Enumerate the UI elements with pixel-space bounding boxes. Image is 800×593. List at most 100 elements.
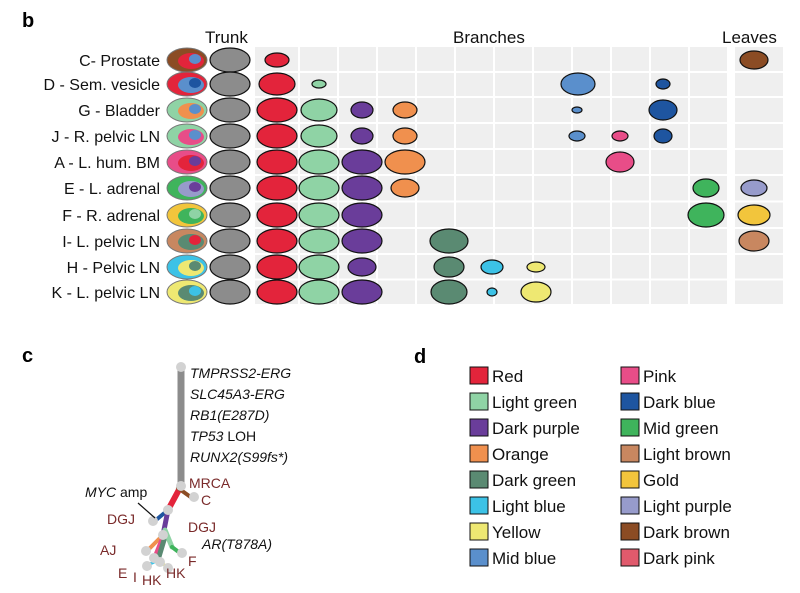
- clone-mid-blue: [571, 106, 583, 114]
- clone-red: [264, 52, 290, 68]
- clone-dark-purple: [341, 279, 383, 305]
- legend-label: Red: [492, 367, 523, 386]
- clone-yellow: [520, 281, 552, 303]
- sample-label: J - R. pelvic LN: [52, 129, 160, 146]
- clone-orange: [390, 178, 420, 198]
- sample-composition-pie: [166, 97, 208, 123]
- legend-swatch: [469, 392, 489, 411]
- sample-composition-pie: [166, 279, 208, 305]
- clone-red: [258, 72, 296, 96]
- clone-dark-blue: [648, 99, 678, 121]
- branches-header: Branches: [453, 28, 525, 47]
- clone-dark-green: [430, 279, 468, 305]
- dgj-right-label: DGJ: [188, 519, 216, 535]
- clone-light-green: [298, 149, 340, 175]
- legend-label: Light purple: [643, 497, 732, 516]
- clone-light-green: [300, 98, 338, 122]
- clone-light-green: [298, 202, 340, 228]
- panel-c-label: c: [22, 345, 33, 367]
- clone-dark-purple: [350, 127, 374, 145]
- e-label: E: [118, 565, 127, 581]
- aj-label: AJ: [100, 542, 116, 558]
- clone-dark-purple: [341, 202, 383, 228]
- legend-swatch: [469, 444, 489, 463]
- sample-label: D - Sem. vesicle: [44, 77, 161, 94]
- clone-pink: [611, 130, 629, 142]
- clone-light-blue: [486, 287, 498, 297]
- dark-green-branch: [155, 537, 167, 563]
- clone-pink: [605, 151, 635, 173]
- legend-item: Dark pink: [620, 548, 715, 568]
- i-node: [155, 557, 165, 567]
- clone-mid-blue: [568, 130, 586, 142]
- legend-label: Gold: [643, 471, 679, 490]
- root-node: [176, 362, 186, 372]
- trunk-clone: [209, 279, 251, 305]
- mrca-node: [176, 481, 186, 491]
- legend-swatch: [469, 522, 489, 541]
- clone-red: [256, 175, 298, 201]
- legend-item: Gold: [620, 470, 679, 490]
- clone-dark-blue: [653, 128, 673, 144]
- legend-swatch: [620, 496, 640, 515]
- clone-light-brown: [738, 230, 770, 252]
- clone-dark-purple: [347, 257, 377, 277]
- clone-mid-blue: [560, 72, 596, 96]
- hk-left-node: [142, 561, 152, 571]
- sample-label: A - L. hum. BM: [54, 155, 160, 172]
- clone-red: [256, 97, 298, 123]
- f-node: [177, 548, 187, 558]
- sample-label: G - Bladder: [78, 103, 160, 120]
- legend-item: Dark brown: [620, 522, 730, 542]
- sample-composition-pie: [166, 228, 208, 254]
- legend-item: Yellow: [469, 522, 541, 542]
- legend-label: Light brown: [643, 445, 731, 464]
- sample-label: C- Prostate: [79, 53, 160, 70]
- clone-orange: [392, 101, 418, 119]
- myc-pointer: [137, 502, 156, 519]
- legend-swatch: [620, 392, 640, 411]
- legend-label: Dark green: [492, 471, 576, 490]
- legend-label: Light blue: [492, 497, 566, 516]
- legend-label: Pink: [643, 367, 677, 386]
- clone-red: [256, 254, 298, 280]
- legend-swatch: [469, 496, 489, 515]
- clone-cells: [166, 47, 771, 305]
- dgj-left-node: [148, 516, 158, 526]
- legend-swatch: [620, 548, 640, 567]
- legend-label: Dark brown: [643, 523, 730, 542]
- mrca-label: MRCA: [189, 475, 231, 491]
- clone-gold: [737, 204, 771, 226]
- clone-dark-brown: [739, 50, 769, 70]
- hk-right-node: [163, 563, 173, 573]
- sample-label: K - L. pelvic LN: [52, 285, 160, 302]
- clone-light-green: [298, 228, 340, 254]
- legend-swatch: [620, 522, 640, 541]
- clone-red: [256, 228, 298, 254]
- sample-composition-pie: [166, 71, 208, 97]
- legend-item: Pink: [620, 366, 677, 386]
- dgj-right-node: [158, 530, 168, 540]
- legend-label: Dark pink: [643, 549, 715, 568]
- sample-composition-pie: [166, 175, 208, 201]
- legend-item: Light purple: [620, 496, 732, 516]
- clone-light-green: [298, 175, 340, 201]
- myc-amp-label: MYC amp: [85, 484, 147, 500]
- legend-item: Dark green: [469, 470, 576, 490]
- clone-mid-green: [687, 202, 725, 228]
- mutation-label: RUNX2(S99fs*): [190, 449, 288, 465]
- legend-item: Light brown: [620, 444, 731, 464]
- i-label: I: [133, 569, 137, 585]
- legend-item: Dark purple: [469, 418, 580, 438]
- legend-swatch: [620, 418, 640, 437]
- trunk-clone: [209, 47, 251, 73]
- legend-swatch: [620, 366, 640, 385]
- clone-light-green: [311, 79, 327, 89]
- hk-right-label: HK: [166, 565, 186, 581]
- trunk-clone: [209, 149, 251, 175]
- legend-label: Dark blue: [643, 393, 716, 412]
- legend-swatch: [469, 470, 489, 489]
- panel-d-label: d: [414, 346, 426, 368]
